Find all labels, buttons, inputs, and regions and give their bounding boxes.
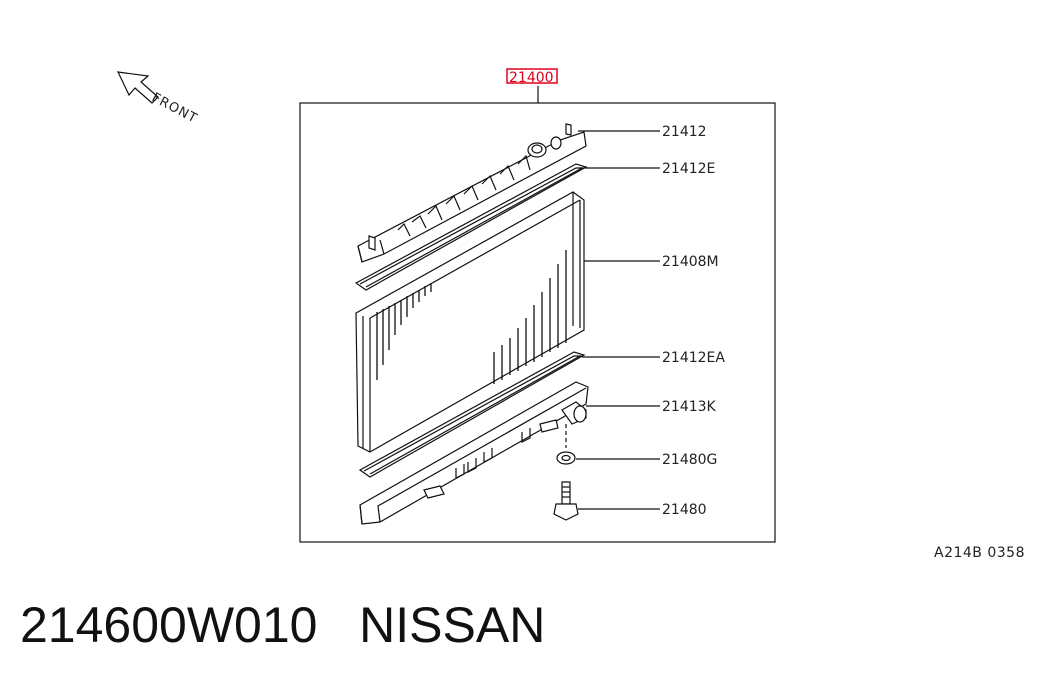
part-caption: 214600W010 NISSAN bbox=[20, 596, 545, 654]
callout-21412[interactable]: 21412 bbox=[578, 124, 707, 140]
part-number: 214600W010 bbox=[20, 597, 318, 653]
assembly-highlight-box bbox=[506, 68, 558, 84]
callout-21480[interactable]: 21480 bbox=[578, 502, 707, 518]
drain-washer bbox=[556, 451, 576, 465]
drain-plug bbox=[553, 481, 579, 521]
callout-label: 21412EA bbox=[662, 350, 725, 366]
callout-label: 21480 bbox=[662, 502, 707, 518]
assembly-frame bbox=[299, 102, 776, 543]
diagram-reference-code: A214B 0358 bbox=[934, 545, 1025, 561]
assembly-callout[interactable]: 21400 bbox=[506, 68, 558, 103]
callout-label: 21480G bbox=[662, 452, 717, 468]
callout-21412e[interactable]: 21412E bbox=[580, 161, 715, 177]
assembly-part-number: 21400 bbox=[509, 70, 554, 86]
front-arrow-icon bbox=[116, 71, 159, 104]
upper-gasket bbox=[354, 163, 588, 291]
callout-label: 21412 bbox=[662, 124, 707, 140]
callout-label: 21412E bbox=[662, 161, 715, 177]
callout-21408m[interactable]: 21408M bbox=[584, 254, 719, 270]
callout-21413k[interactable]: 21413K bbox=[586, 399, 717, 415]
lower-tank bbox=[359, 381, 589, 525]
callout-21412ea[interactable]: 21412EA bbox=[582, 350, 725, 366]
callout-label: 21413K bbox=[662, 399, 717, 415]
radiator-core bbox=[355, 191, 585, 453]
callout-label: 21408M bbox=[662, 254, 719, 270]
brand-name: NISSAN bbox=[359, 597, 546, 653]
front-direction-indicator: FRONT bbox=[116, 71, 200, 127]
upper-tank bbox=[357, 123, 587, 263]
lower-gasket bbox=[358, 351, 586, 478]
callout-21480g[interactable]: 21480G bbox=[576, 452, 717, 468]
front-label: FRONT bbox=[149, 90, 200, 126]
